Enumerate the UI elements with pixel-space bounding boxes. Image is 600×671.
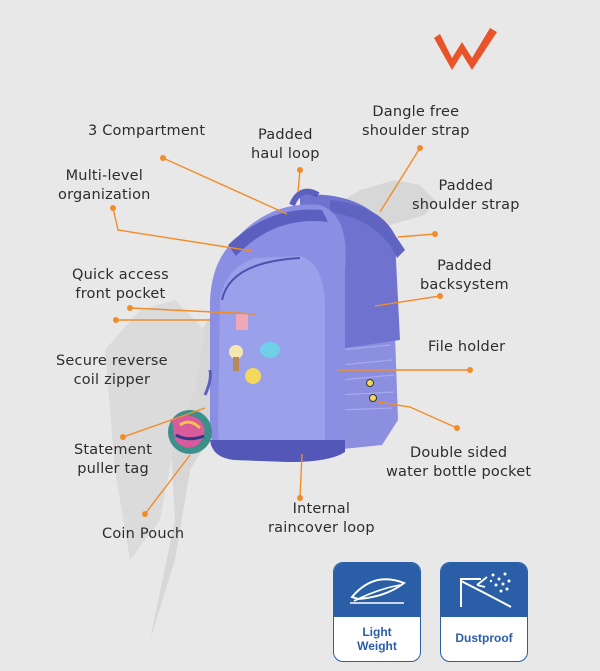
- label-double-sided-pocket: Double sided water bottle pocket: [386, 445, 532, 480]
- label-multi-level-organization: Multi-level organization: [58, 168, 151, 203]
- label-file-holder: File holder: [428, 339, 506, 355]
- label-statement-puller-tag: Statement puller tag: [74, 442, 153, 477]
- badge-dustproof: Dustproof: [440, 562, 528, 662]
- patch-chick: [245, 368, 261, 384]
- feather-icon: [350, 578, 406, 604]
- label-padded-shoulder-strap: Padded shoulder strap: [412, 178, 520, 213]
- patch-icecream: [229, 345, 243, 359]
- callout-dots: [110, 145, 473, 517]
- label-dangle-free-strap: Dangle free shoulder strap: [362, 104, 470, 139]
- label-padded-haul-loop: Padded haul loop: [251, 127, 320, 162]
- label-coin-pouch: Coin Pouch: [102, 526, 185, 542]
- label-3-compartment: 3 Compartment: [88, 123, 206, 139]
- dust-particles-icon: [460, 572, 512, 608]
- label-padded-backsystem: Padded backsystem: [420, 258, 509, 293]
- label-quick-access-pocket: Quick access front pocket: [72, 267, 169, 302]
- badge-label: Dustproof: [455, 631, 513, 645]
- badge-light-weight: Light Weight: [333, 562, 421, 662]
- puller-tag: [236, 314, 248, 330]
- label-secure-zipper: Secure reverse coil zipper: [56, 353, 168, 388]
- callout-lines: [112, 147, 470, 515]
- label-raincover-loop: Internal raincover loop: [268, 501, 375, 536]
- haul-loop: [289, 188, 320, 207]
- brand-logo: [434, 28, 497, 70]
- patch-fish: [260, 342, 280, 358]
- backpack-shadow-2: [105, 300, 205, 560]
- badge-label: Light Weight: [357, 625, 397, 653]
- shoulder-strap: [330, 200, 405, 258]
